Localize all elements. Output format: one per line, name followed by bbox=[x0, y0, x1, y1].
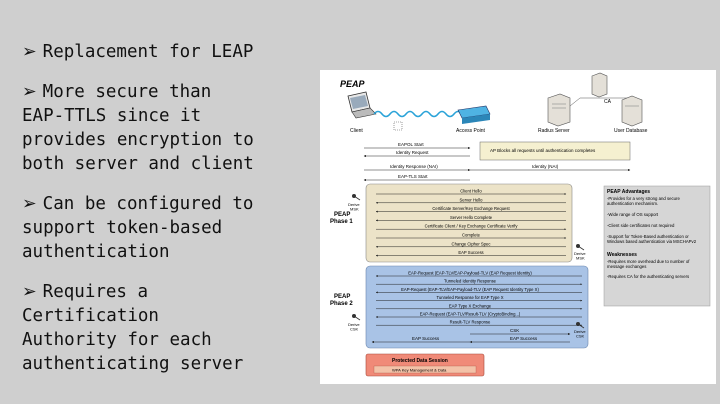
notes-panel bbox=[603, 185, 711, 307]
bullet-text: Can be configured to support token-based… bbox=[22, 194, 254, 262]
arrow-bullet-icon: ➢ bbox=[22, 82, 37, 102]
database-server-icon bbox=[621, 95, 643, 127]
bullet-text: Replacement for LEAP bbox=[42, 42, 254, 62]
phase1-message: Client Hello bbox=[460, 189, 482, 194]
protected-session-sub: WPA Key Management & Data bbox=[392, 368, 447, 373]
bullet-item: ➢Requires a Certification Authority for … bbox=[22, 280, 318, 376]
server-icon bbox=[547, 93, 571, 127]
phase2-message: Tunneled Response for EAP Type X bbox=[437, 295, 504, 300]
access-point-icon bbox=[457, 105, 491, 124]
bullet-list: ➢Replacement for LEAP ➢More secure than … bbox=[22, 40, 318, 392]
msg-identity-response: Identity Response (NAI) bbox=[390, 164, 438, 169]
phase2-message: Tunneled Identity Response bbox=[444, 279, 497, 284]
phase2-message: EAP-Request (EAP-TLV/Result-TLV (CryptoB… bbox=[420, 312, 521, 317]
msg-success-left: EAP Success bbox=[412, 336, 440, 341]
ap-blocks-box bbox=[479, 141, 631, 161]
bullet-text: Requires a Certification Authority for e… bbox=[22, 282, 244, 374]
laptop-icon bbox=[347, 91, 377, 119]
bullet-item: ➢More secure than EAP-TTLS since it prov… bbox=[22, 80, 318, 176]
diagram-title: PEAP bbox=[340, 79, 366, 89]
phase1-message: Certificate Server/Key Exchange Request bbox=[432, 206, 510, 211]
phase1-message: Server Hello Complete bbox=[450, 215, 493, 220]
node-userdb-label: User Database bbox=[614, 128, 648, 134]
phase1-message: Complete bbox=[462, 233, 481, 238]
phase2-panel bbox=[365, 265, 589, 349]
msg-identity-request: Identity Request bbox=[396, 150, 429, 155]
msg-identity-nai: Identity (NAI) bbox=[532, 164, 559, 169]
advantage-item: -Support for Token-Based authentication … bbox=[607, 234, 697, 244]
dashed-box bbox=[393, 121, 403, 131]
phase1-message: EAP Success bbox=[458, 250, 483, 255]
node-radius-label: Radius Server bbox=[538, 128, 570, 134]
phase2-message: EAP-Request (EAP-TLV/EAP-Payload-TLV (EA… bbox=[408, 271, 532, 276]
peap-diagram-svg: PEAP Client Access Point Radius Server C… bbox=[330, 72, 711, 377]
msg-csk: CSK bbox=[510, 328, 519, 333]
advantage-item: -Wide range of OS support bbox=[607, 212, 659, 217]
msg-success-right: EAP Success bbox=[510, 336, 538, 341]
advantages-title: PEAP Advantages bbox=[607, 189, 650, 195]
node-client-label: Client bbox=[350, 128, 363, 134]
weaknesses-title: Weaknesses bbox=[607, 252, 637, 258]
node-ap-label: Access Point bbox=[456, 128, 486, 134]
phase2-message: EAP-Request (EAP-TLV/EAP-Payload-TLV (EA… bbox=[401, 287, 539, 292]
bullet-item: ➢Replacement for LEAP bbox=[22, 40, 318, 64]
phase2-messages: EAP-Request (EAP-TLV/EAP-Payload-TLV (EA… bbox=[375, 271, 583, 327]
msg-eap-tls-start: EAP-TLS Start bbox=[398, 174, 428, 179]
bullet-item: ➢Can be configured to support token-base… bbox=[22, 192, 318, 264]
arrow-bullet-icon: ➢ bbox=[22, 194, 37, 214]
protected-session-subbox bbox=[373, 365, 477, 374]
node-ca-label: CA bbox=[604, 99, 612, 105]
key-icon bbox=[352, 194, 361, 201]
protected-session-title: Protected Data Session bbox=[392, 358, 448, 364]
phase2-message: EAP Type X Exchange bbox=[449, 303, 492, 308]
weakness-item: -Requires more overhead due to number of… bbox=[607, 259, 690, 269]
phase1-panel bbox=[365, 183, 573, 263]
key-icon bbox=[576, 244, 585, 251]
ap-blocks-label: AP Blocks all requests until authenticat… bbox=[490, 148, 596, 153]
phase1-message: Change Cipher Spec bbox=[452, 241, 491, 246]
bullet-text: More secure than EAP-TTLS since it provi… bbox=[22, 82, 254, 174]
phase1-message: Certificate Client / Key Exchange Certif… bbox=[425, 224, 519, 229]
advantage-item: -Client side certificates not required bbox=[607, 223, 675, 228]
arrow-bullet-icon: ➢ bbox=[22, 282, 37, 302]
peap-diagram: PEAP Client Access Point Radius Server C… bbox=[320, 70, 716, 384]
key-icon bbox=[352, 314, 361, 321]
ca-server-icon bbox=[591, 72, 608, 98]
weakness-item: -Requires CA for the authenticating serv… bbox=[607, 274, 689, 279]
phase2-message: Result-TLV Response bbox=[450, 320, 491, 325]
msg-eapol-start: EAPOL Start bbox=[398, 142, 424, 147]
phase1-message: Server Hello bbox=[459, 197, 483, 202]
arrow-bullet-icon: ➢ bbox=[22, 42, 37, 62]
